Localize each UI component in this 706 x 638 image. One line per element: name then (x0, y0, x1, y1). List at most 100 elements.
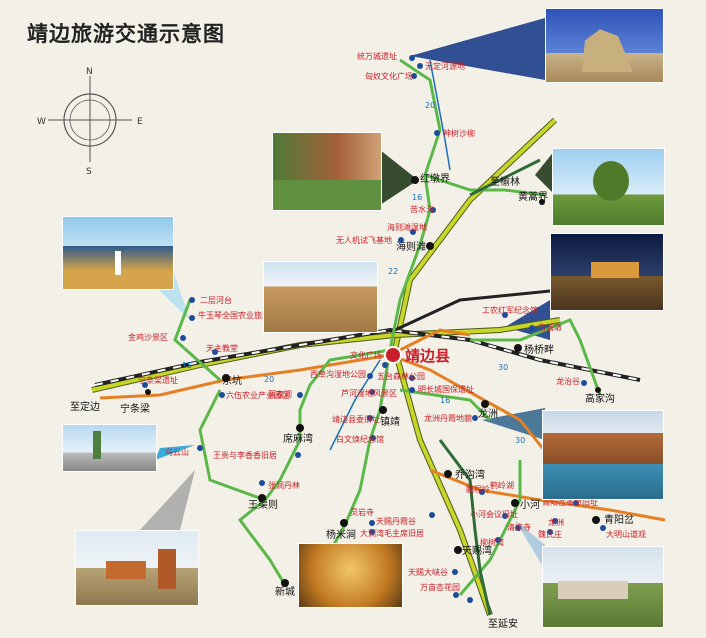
svg-text:古城墩: 古城墩 (538, 322, 562, 332)
photo-statue (62, 424, 157, 472)
compass-n: N (86, 67, 93, 77)
compass-w: W (37, 117, 46, 127)
attraction-marker: 匈奴文化广场 (365, 71, 417, 81)
attraction-marker: 靖边县委旧址 (332, 414, 380, 424)
attraction-marker: 鹤岭湖 (467, 480, 514, 603)
attraction-marker: 乌云山 (165, 445, 203, 457)
svg-text:六伍农业产业园区: 六伍农业产业园区 (226, 390, 290, 400)
svg-text:万亩杏花园: 万亩杏花园 (420, 582, 460, 592)
attraction-marker: 牛玉琴全国农业旅游示范区 (189, 310, 294, 321)
attraction-marker: 文化广场 (350, 350, 388, 368)
town-marker: 天赐湾 (454, 544, 492, 557)
svg-text:大涧湾毛主席旧居: 大涧湾毛主席旧居 (360, 528, 424, 538)
town-marker: 海则滩 (396, 240, 434, 253)
photo-stone-sign (542, 546, 664, 628)
svg-text:红墩界: 红墩界 (420, 172, 450, 185)
svg-text:新城: 新城 (275, 585, 295, 598)
photo-night-fort (550, 233, 664, 311)
svg-text:蒋家涧: 蒋家涧 (268, 389, 292, 399)
svg-text:小河会议旧址: 小河会议旧址 (470, 509, 518, 519)
svg-text:二层河台: 二层河台 (200, 295, 232, 305)
svg-text:乌云山: 乌云山 (165, 447, 189, 457)
town-marker: 杨米涧 (326, 519, 356, 541)
town-label: 至榆林 (490, 175, 520, 188)
compass-e: E (137, 117, 143, 127)
svg-text:镇靖: 镇靖 (380, 415, 400, 428)
attraction-marker: 王贵与李香香旧居 (213, 450, 301, 460)
svg-text:无定河源地: 无定河源地 (425, 61, 465, 71)
county-road (438, 158, 541, 616)
attraction-marker: 西草沟湿地公园 (310, 369, 373, 379)
photo-lake (62, 216, 174, 290)
svg-text:海则滩: 海则滩 (396, 240, 426, 253)
svg-text:黄蒿界: 黄蒿界 (518, 190, 548, 203)
svg-text:无人机试飞基地: 无人机试飞基地 (336, 235, 392, 245)
road-numbers: 20 16 22 15 16 20 30 30 (182, 101, 525, 445)
road-number: 16 (440, 396, 450, 405)
town-markers: 红墩界 黄蒿界 至榆林 海则滩 杨桥畔 高家沟 东坑 宁条梁 至定边 席麻湾 镇… (70, 172, 634, 630)
town-marker: 乔沟湾 (444, 468, 485, 481)
svg-text:青阳岔革命旧址: 青阳岔革命旧址 (542, 497, 598, 507)
attraction-marker: 柳树湾 (480, 537, 504, 547)
attraction-marker: 张涧丹林 (259, 480, 300, 490)
town-marker: 龙洲 (478, 400, 498, 420)
svg-text:龙治谷: 龙治谷 (556, 376, 580, 386)
attraction-marker: 白文焕纪念馆 (336, 434, 384, 444)
svg-text:天主教堂: 天主教堂 (206, 343, 238, 353)
attraction-marker: 灵岩寺 (350, 507, 435, 518)
svg-text:清凉寺: 清凉寺 (507, 522, 531, 532)
town-marker: 红墩界 (411, 172, 450, 185)
svg-text:灵岩寺: 灵岩寺 (350, 507, 374, 517)
town-marker: 镇靖 (379, 406, 400, 428)
svg-text:白文焕纪念馆: 白文焕纪念馆 (336, 434, 384, 444)
svg-text:天赐湾: 天赐湾 (462, 544, 492, 557)
town-marker: 席麻湾 (283, 424, 313, 445)
svg-text:杨米涧: 杨米涧 (326, 528, 356, 541)
attraction-marker: 苦水沟 (410, 204, 436, 214)
compass-rose: N S E W (37, 67, 143, 177)
svg-text:席麻湾: 席麻湾 (283, 432, 313, 445)
town-marker: 王渠则 (248, 494, 278, 511)
attraction-marker: 五台森林公园 (377, 371, 425, 381)
photo-canyon (272, 132, 382, 211)
attraction-marker: 大明山道观 (600, 525, 646, 539)
town-marker: 高家沟 (585, 387, 615, 405)
town-label: 至定边 (70, 400, 100, 413)
attraction-marker: 无人机试飞基地 (336, 235, 404, 245)
attraction-marker: 魏氏庄 (538, 529, 562, 539)
svg-text:五台森林公园: 五台森林公园 (377, 371, 425, 381)
provincial-road (173, 58, 602, 596)
svg-text:统万城遗址: 统万城遗址 (357, 51, 397, 61)
attraction-marker: 芦河湿地风景区 (341, 388, 397, 398)
road-number: 30 (515, 436, 525, 445)
attraction-marker: 金鸡沙景区 (128, 332, 186, 342)
svg-text:魏氏庄: 魏氏庄 (538, 529, 562, 539)
county-seat-label: 靖边县 (405, 347, 450, 365)
town-label: 至延安 (488, 617, 518, 630)
svg-text:王贵与李香香旧居: 王贵与李香香旧居 (213, 450, 277, 460)
svg-text:小河: 小河 (520, 499, 540, 511)
attraction-marker: 小河会议旧址 (470, 509, 518, 519)
town-marker: 宁条梁 (120, 389, 151, 415)
photo-desert (263, 261, 378, 333)
road-number: 22 (388, 267, 398, 276)
svg-text:青阳岔: 青阳岔 (604, 513, 634, 526)
svg-text:天赐丹霞谷: 天赐丹霞谷 (376, 517, 416, 526)
attraction-marker: 万亩杏花园 (420, 582, 460, 598)
county-seat-marker[interactable]: 靖边县 (384, 346, 450, 365)
svg-text:海则滩湿地: 海则滩湿地 (387, 222, 427, 232)
town-marker: 小河 (511, 499, 540, 511)
attraction-marker: 明长城国保遗址 (409, 384, 474, 394)
attraction-marker: 六伍农业产业园区 (219, 390, 290, 400)
svg-text:柳树湾: 柳树湾 (480, 537, 504, 547)
attraction-marker: 天赐丹霞谷 (369, 517, 416, 526)
svg-text:文化广场: 文化广场 (350, 350, 382, 360)
svg-text:鹤岭湖: 鹤岭湖 (490, 480, 514, 490)
attraction-marker: 鹏程岭 (466, 484, 490, 495)
road-number: 20 (264, 375, 274, 384)
svg-text:杨桥畔: 杨桥畔 (524, 343, 554, 356)
photo-autumn (298, 543, 403, 608)
town-marker: 新城 (275, 579, 295, 598)
attraction-marker: 天赐大峡谷 (408, 567, 458, 577)
svg-text:东坑: 东坑 (222, 374, 242, 387)
